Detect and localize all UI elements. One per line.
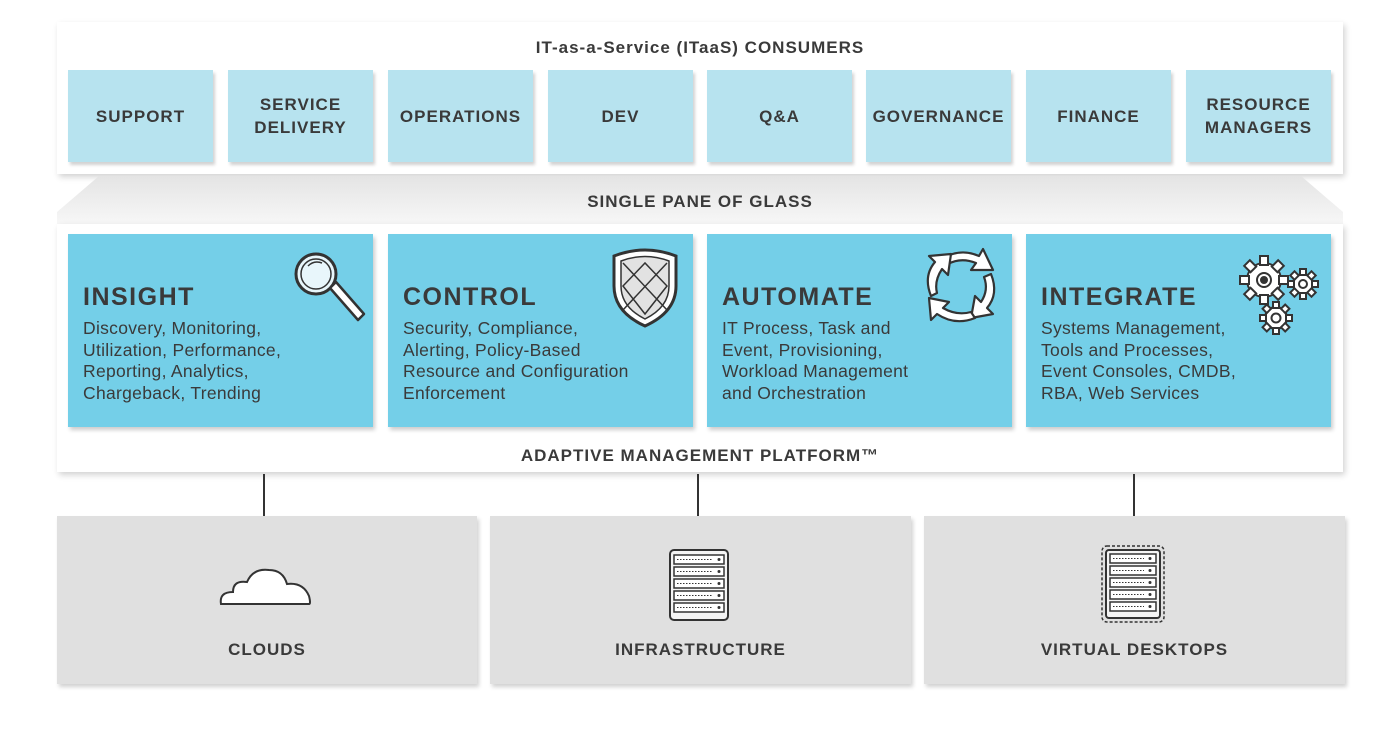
consumer-resource-managers: RESOURCE MANAGERS — [1186, 70, 1331, 162]
glass-band — [57, 176, 1343, 224]
capability-description: Security, Compliance, Alerting, Policy-B… — [403, 318, 629, 403]
connector-infrastructure — [697, 474, 699, 516]
cycle-arrows-icon — [926, 247, 996, 323]
target-label: INFRASTRUCTURE — [615, 640, 786, 659]
capability-title: INSIGHT — [83, 283, 195, 311]
consumer-finance: FINANCE — [1026, 70, 1171, 162]
consumer-qa: Q&A — [707, 70, 852, 162]
glass-title: SINGLE PANE OF GLASS — [587, 192, 813, 211]
capability-insight: INSIGHT Discovery, Monitoring, Utilizati… — [68, 234, 373, 427]
capability-description: IT Process, Task and Event, Provisioning… — [722, 318, 909, 403]
consumer-service-delivery: SERVICE DELIVERY — [228, 70, 373, 162]
capability-automate: AUTOMATE IT Process, Task and Event, Pro… — [707, 234, 1012, 427]
consumers-title: IT-as-a-Service (ITaaS) CONSUMERS — [535, 38, 865, 57]
connector-virtual-desktops — [1133, 474, 1135, 516]
server-rack-icon — [669, 549, 729, 621]
capability-title: CONTROL — [403, 283, 538, 311]
capability-integrate: INTEGRATE Systems Management, Tools and … — [1026, 234, 1331, 427]
consumer-operations: OPERATIONS — [388, 70, 533, 162]
target-virtual-desktops: VIRTUAL DESKTOPS — [924, 516, 1345, 684]
consumer-support: SUPPORT — [68, 70, 213, 162]
target-label: CLOUDS — [228, 640, 306, 659]
target-label: VIRTUAL DESKTOPS — [1040, 640, 1229, 659]
capability-description: Discovery, Monitoring, Utilization, Perf… — [83, 318, 282, 403]
virtual-server-icon — [1101, 545, 1165, 623]
consumers-panel: IT-as-a-Service (ITaaS) CONSUMERS SUPPOR… — [57, 22, 1343, 174]
platform-title: ADAPTIVE MANAGEMENT PLATFORM™ — [520, 446, 880, 465]
capability-title: INTEGRATE — [1041, 283, 1198, 311]
target-clouds: CLOUDS — [57, 516, 477, 684]
capability-title: AUTOMATE — [722, 283, 874, 311]
platform-panel: INSIGHT Discovery, Monitoring, Utilizati… — [57, 224, 1343, 472]
magnifier-icon — [294, 252, 366, 322]
cloud-icon — [219, 568, 311, 605]
target-infrastructure: INFRASTRUCTURE — [490, 516, 911, 684]
shield-icon — [612, 248, 678, 328]
consumer-governance: GOVERNANCE — [866, 70, 1011, 162]
gears-icon — [1239, 255, 1319, 335]
capability-control: CONTROL Security, Compliance, Alerting, … — [388, 234, 693, 427]
connector-clouds — [263, 474, 265, 516]
capability-description: Systems Management, Tools and Processes,… — [1041, 318, 1236, 403]
consumer-dev: DEV — [548, 70, 693, 162]
